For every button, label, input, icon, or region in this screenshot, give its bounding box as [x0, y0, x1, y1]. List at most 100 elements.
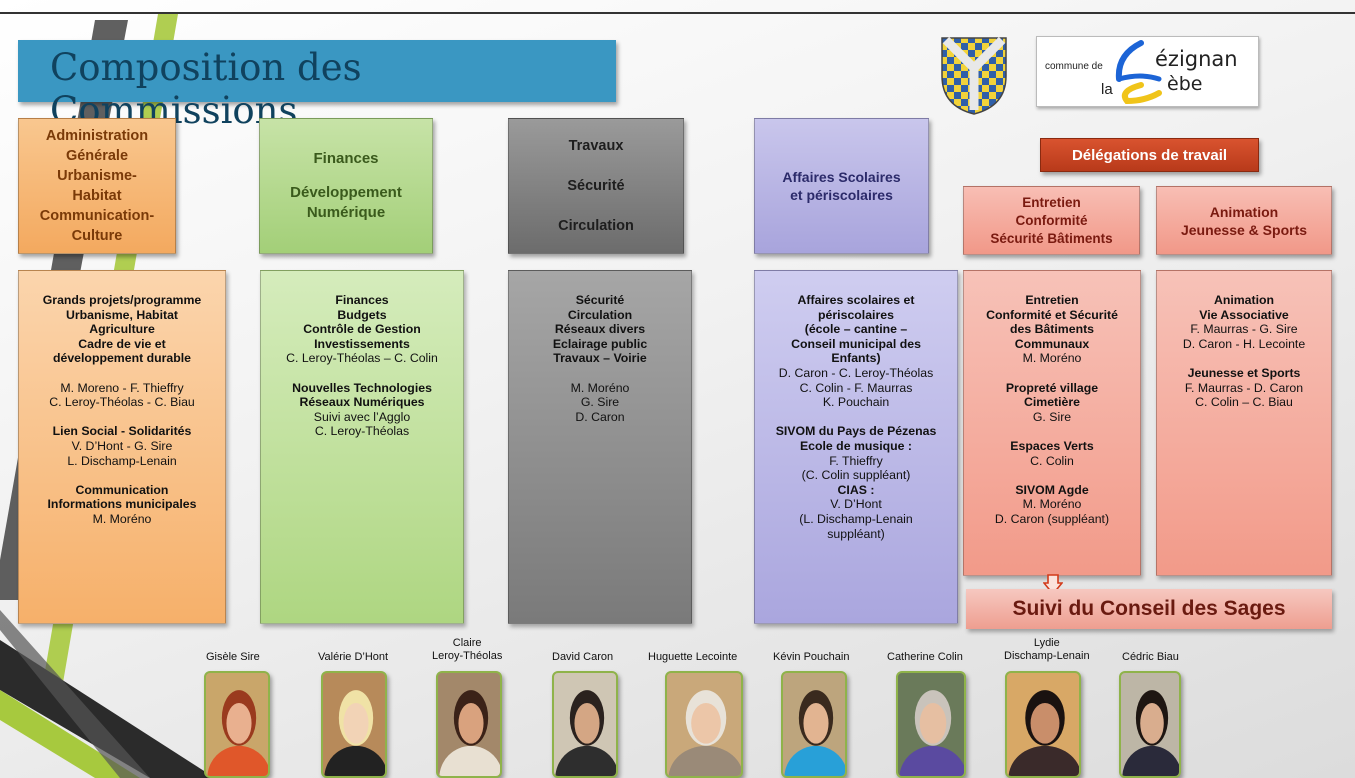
portrait-icon — [207, 690, 268, 776]
logo-name-la: la — [1101, 81, 1113, 98]
commission-line: Communication — [75, 482, 169, 497]
logo-prefix: commune de — [1045, 61, 1103, 72]
commission-line: M. Moréno — [1022, 351, 1082, 366]
commission-line: Sécurité — [575, 293, 625, 307]
commission-line: périscolaires — [818, 307, 894, 322]
commission-line: Vie Associative — [1199, 307, 1289, 322]
logo-name-line1: ézignan — [1155, 47, 1238, 71]
person-name-line: Catherine Colin — [887, 651, 963, 663]
header-admin-line: Générale — [65, 148, 129, 164]
person-name-line: Lydie — [1033, 637, 1060, 649]
spacer — [964, 366, 1140, 381]
commission-line: F. Maurras - D. Caron — [1184, 380, 1304, 395]
header-finances: Finances Développement Numérique — [259, 118, 433, 254]
commission-line: (L. Dischamp-Lenain — [799, 511, 913, 526]
commission-line: Réseaux Numériques — [299, 395, 425, 410]
logo-swoosh-icon — [1115, 40, 1162, 105]
commission-line: Conformité et Sécurité — [986, 307, 1118, 322]
portrait-icon — [324, 690, 385, 776]
portrait-icon — [668, 690, 741, 776]
commission-line: Contrôle de Gestion — [303, 322, 421, 337]
person-photo — [896, 671, 966, 778]
header-animation-line: Jeunesse & Sports — [1180, 221, 1308, 238]
commission-line: Cimetière — [1023, 395, 1081, 410]
person-name-line: Claire — [452, 637, 482, 649]
commission-line: Travaux – Voirie — [553, 351, 647, 366]
person-photo — [781, 671, 847, 778]
commission-line: Urbanisme, Habitat — [65, 307, 179, 322]
commission-line: C. Leroy-Théolas — [314, 424, 410, 439]
suivi-conseil-label: Suivi du Conseil des Sages — [966, 589, 1332, 629]
person-name-line: Leroy-Théolas — [432, 650, 503, 662]
commission-line: C. Colin – C. Biau — [1195, 395, 1293, 410]
commission-line: D. Caron - C. Leroy-Théolas — [778, 365, 934, 380]
person-photo — [1119, 671, 1181, 778]
person-name: Cédric Biau — [1122, 651, 1179, 664]
header-admin-line: Communication- — [39, 208, 155, 224]
commission-line: Agriculture — [89, 322, 155, 337]
commission-line: Cadre de vie et — [78, 336, 166, 351]
commission-line: Conseil municipal des — [791, 336, 921, 351]
spacer — [261, 366, 463, 381]
portrait-icon — [1122, 690, 1179, 776]
person-name-line: David Caron — [552, 651, 614, 663]
commission-line: développement durable — [52, 351, 192, 366]
spacer — [19, 468, 225, 483]
person-photo — [321, 671, 387, 778]
person-name: Valérie D’Hont — [318, 651, 388, 664]
commission-line: Réseaux divers — [554, 322, 646, 337]
commission-line: Propreté village — [1005, 380, 1099, 395]
commission-line: Finances — [335, 293, 389, 307]
header-admin-line: Urbanisme- — [57, 168, 137, 184]
person-name-line: Valérie D’Hont — [318, 651, 389, 663]
header-affaires-line: Affaires Scolaires — [782, 169, 901, 185]
commission-line: des Bâtiments — [1009, 322, 1095, 337]
header-entretien-line: Conformité — [1015, 212, 1088, 228]
header-affaires-line: et périscolaires — [790, 187, 893, 203]
person-photo — [436, 671, 502, 778]
commission-line: CIAS : — [837, 482, 875, 497]
portrait-icon — [784, 690, 845, 776]
commission-line: (école – cantine – — [804, 322, 908, 337]
header-travaux-line: Circulation — [558, 218, 634, 234]
commission-line: F. Maurras - G. Sire — [1190, 322, 1298, 337]
person-name-line: Huguette Lecointe — [648, 651, 738, 663]
commission-line: Affaires scolaires et — [797, 293, 915, 307]
portrait-icon — [439, 690, 500, 776]
header-entretien-line: Sécurité Bâtiments — [990, 230, 1113, 246]
commission-line: Circulation — [567, 307, 633, 322]
person-photo — [665, 671, 743, 778]
commission-line: Budgets — [337, 307, 387, 322]
header-entretien: Entretien Conformité Sécurité Bâtiments — [963, 186, 1140, 255]
person-photo — [1005, 671, 1081, 778]
commission-line: C. Colin - F. Maurras — [799, 380, 913, 395]
logo-name-line2: èbe — [1167, 73, 1203, 95]
commission-line: C. Leroy-Théolas – C. Colin — [286, 351, 438, 366]
header-entretien-line: Entretien — [1022, 194, 1081, 210]
commission-line: SIVOM Agde — [1015, 482, 1089, 497]
commission-line: G. Sire — [580, 395, 620, 410]
header-admin-line: Administration — [45, 128, 149, 144]
portrait-icon — [555, 690, 616, 776]
commune-logo: commune de ézignan la èbe — [1036, 36, 1259, 107]
commission-line: M. Moréno — [1022, 497, 1082, 512]
spacer — [19, 410, 225, 425]
header-finances-line: Finances — [313, 150, 379, 167]
commission-line: M. Moreno - F. Thieffry — [60, 380, 184, 395]
person-name: Gisèle Sire — [206, 651, 260, 664]
top-rule — [0, 12, 1355, 14]
commission-line: Enfants) — [831, 351, 881, 366]
person-name: David Caron — [552, 651, 613, 664]
commission-line: (C. Colin suppléant) — [801, 468, 911, 483]
spacer — [19, 366, 225, 381]
commission-line: C. Leroy-Théolas - C. Biau — [49, 395, 195, 410]
person-name: Catherine Colin — [887, 651, 963, 664]
spacer — [755, 410, 957, 425]
commission-line: Nouvelles Technologies — [292, 380, 432, 395]
title-bar: Composition des Commissions — [18, 40, 616, 132]
